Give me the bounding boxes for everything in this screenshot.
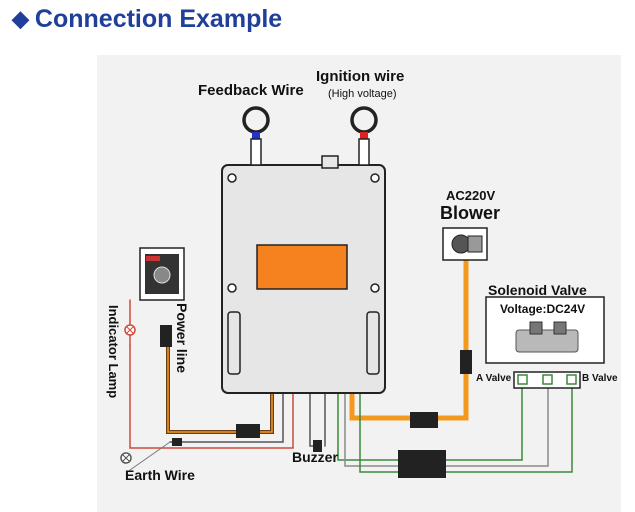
controller-display [256,244,348,290]
valve-wire-common [344,387,549,467]
earth-ground-icon [120,452,132,464]
b-valve-label: B Valve [582,373,618,384]
blower-wire [349,255,469,421]
diamond-bullet-icon: ◆ [12,6,29,31]
wiring [129,255,573,473]
high-voltage-label: (High voltage) [328,88,397,100]
feedback-electrode [242,106,270,166]
ignition-wire-label: Ignition wire [316,68,405,85]
earth-connector [172,438,182,446]
ignition-controller [221,155,386,394]
power-line-connector [160,325,172,347]
blower-inline-connector [460,350,472,374]
earth-wire [169,391,284,443]
temperature-controller [139,247,185,301]
ignition-electrode [350,106,378,166]
feedback-wire-label: Feedback Wire [198,82,304,99]
section-title: Connection Example [34,4,283,33]
power-connector [236,424,260,438]
solenoid-valve-label: Solenoid Valve [488,282,587,298]
buzzer-connector [313,440,322,452]
power-line-label: Power line [174,303,190,374]
blower-connector [410,412,438,428]
earth-wire-label: Earth Wire [125,467,195,483]
indicator-lamp-wire [129,344,294,449]
voltage-label: Voltage:DC24V [500,302,586,316]
a-valve-label: A Valve [476,373,512,384]
indicator-lamp-label: Indicator Lamp [106,305,121,399]
indicator-lamp [124,324,136,336]
section-heading: ◆ Connection Example [12,2,282,36]
solenoid-valve-box [485,296,605,389]
valve-connector [398,450,446,478]
buzzer-wire [309,391,319,447]
blower-unit [442,227,488,261]
valve-wire-b [359,387,573,473]
blower-power-label: AC220V [446,188,496,203]
blower-label: Blower [440,203,501,223]
buzzer-label: Buzzer [292,449,338,465]
